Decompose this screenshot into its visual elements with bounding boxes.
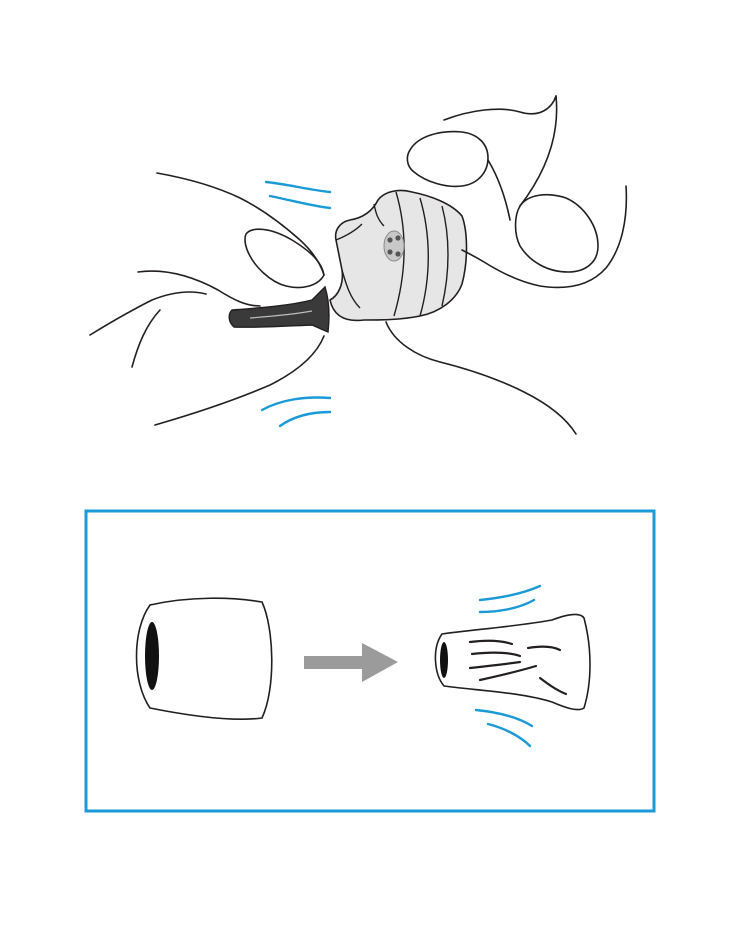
foam-tip-highlight [249,310,313,319]
vibration-lines-icon [260,396,332,412]
right-hand-lower-palm [385,321,577,435]
right-hand-index-tip [514,193,599,273]
arrow-head [362,643,398,682]
left-hand-palm-edge [89,291,207,336]
crease-3 [468,660,522,670]
left-hand [89,172,325,426]
left-hand-wrist [154,335,325,426]
right-hand-thumb-base [443,95,557,121]
sensor-dot-3 [387,249,393,255]
sensor-dot-4 [395,251,401,257]
bottom-vibration-lines [474,584,542,748]
right-hand-finger-curl [461,185,628,289]
foam-tip-uncompressed [135,597,273,721]
arrow-shaft [304,656,366,669]
foam-tip-uncompressed-body [135,597,273,721]
foam-tip-compressed [434,613,591,711]
foam-tip-compressed-opening [440,642,448,678]
crease-4 [478,664,538,682]
earbud-cap-edge [335,223,363,241]
right-hand-index-outer [519,95,558,207]
vibration-lines-icon [478,598,536,614]
left-hand-upper-contour [156,172,325,276]
earbud-nozzle-edge [341,269,361,309]
foam-tip-body [228,285,330,334]
bottom-panel [84,509,656,813]
right-hand-thumb [406,130,489,188]
crease-6 [538,676,568,696]
compression-creases [468,639,568,696]
vibration-lines-icon [264,180,332,194]
sensor-dot-1 [387,237,393,243]
right-hand [385,95,628,435]
crease-1 [468,639,514,646]
top-vibration-lines [260,180,332,428]
right-hand-back [487,159,511,221]
foam-tip-opening [145,622,159,690]
squeezed-foam-tip [228,285,330,334]
vibration-lines-icon [268,194,332,210]
earbud-ridge-2 [419,197,429,317]
sensor-dot-2 [395,235,401,241]
top-scene [89,95,628,435]
vibration-lines-icon [486,722,532,748]
earbud-sensor [383,230,405,262]
vibration-lines-icon [278,410,332,428]
crease-2 [470,651,522,658]
earbud-top-curve [373,203,385,227]
sensor-plate [383,230,405,262]
arrow-right-icon [304,643,398,682]
left-hand-finger [137,270,261,307]
earbud-ridge-3 [441,205,449,307]
left-hand-lower-finger [131,309,161,368]
crease-5 [526,645,562,652]
inset-frame [84,509,656,813]
vibration-lines-icon [478,584,542,602]
earbud [329,189,468,322]
left-hand-thumb [244,228,325,289]
vibration-lines-icon [474,708,534,728]
